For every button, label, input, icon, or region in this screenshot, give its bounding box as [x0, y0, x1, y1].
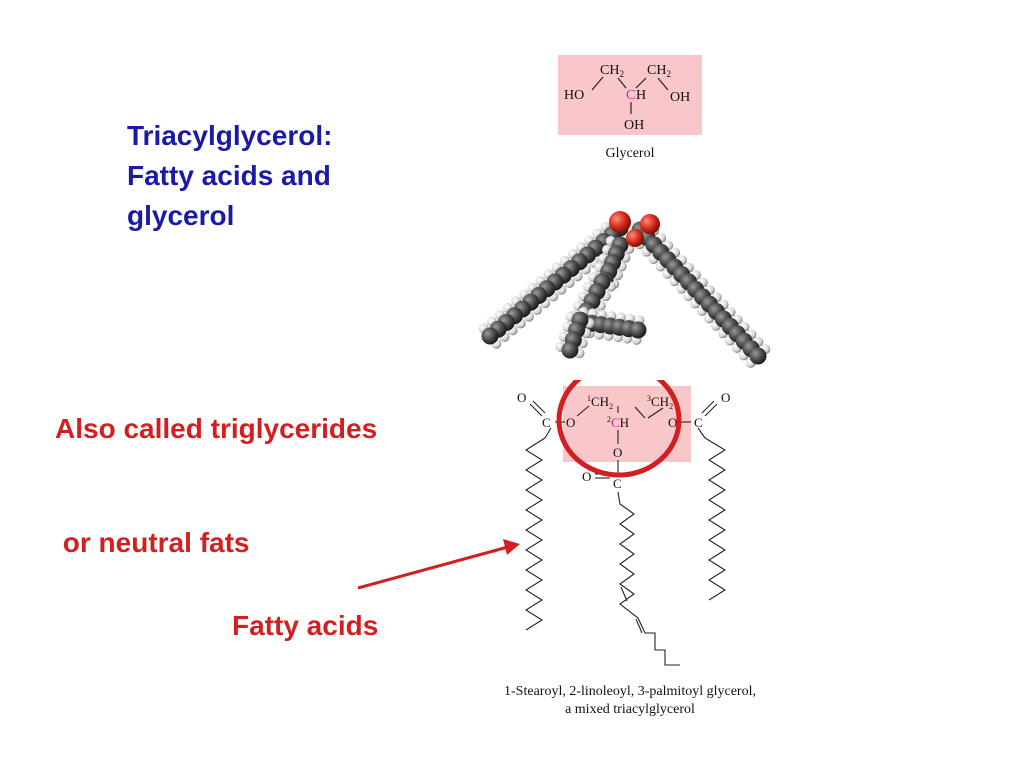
svg-text:1CH2: 1CH2	[587, 394, 613, 411]
also-called-text: Also called triglycerides or neutral fat…	[55, 334, 377, 600]
oxygen-atoms	[609, 211, 660, 247]
chain-right	[627, 218, 771, 368]
caption-line-1: 1-Stearoyl, 2-linoleoyl, 3-palmitoyl gly…	[504, 684, 756, 699]
linoleoyl-chain	[617, 491, 680, 666]
svg-text:OH: OH	[624, 118, 644, 133]
svg-text:O: O	[517, 390, 526, 405]
fatty-acids-label: Fatty acids	[232, 610, 379, 641]
svg-text:OH: OH	[670, 90, 690, 105]
space-filling-model	[478, 211, 771, 368]
carbon-atom	[561, 341, 579, 359]
svg-text:CH2: CH2	[600, 63, 624, 79]
stearoyl-chain	[524, 437, 546, 631]
svg-text:3CH2: 3CH2	[647, 394, 673, 411]
svg-text:O: O	[613, 445, 622, 460]
oxygen-atom	[626, 229, 644, 247]
subtitle-line-1: Also called triglycerides	[55, 413, 378, 444]
glycerol-caption: Glycerol	[605, 146, 655, 161]
glycerol-structure: CH2 CH2 HO C H OH OH	[558, 55, 702, 135]
svg-text:HO: HO	[564, 88, 584, 103]
caption-line-2: a mixed triacylglycerol	[565, 702, 695, 717]
svg-text:H: H	[636, 88, 646, 103]
chain-middle	[555, 236, 647, 359]
svg-text:C: C	[542, 415, 551, 430]
triacylglycerol-structure: O C O 1CH2 2CH 3CH2 O C O O O C	[517, 380, 730, 666]
oxygen-atom	[609, 211, 631, 233]
double-bonds	[620, 586, 643, 634]
carbon-atom	[629, 321, 647, 339]
svg-text:O: O	[582, 469, 591, 484]
svg-text:C: C	[613, 476, 622, 491]
title-line-1: Triacylglycerol:	[127, 120, 333, 151]
subtitle-line-2: or neutral fats	[55, 527, 250, 558]
svg-text:C: C	[626, 88, 635, 103]
triacylglycerol-caption: 1-Stearoyl, 2-linoleoyl, 3-palmitoyl gly…	[440, 683, 820, 719]
svg-text:C: C	[694, 415, 703, 430]
carbon-atom	[481, 327, 499, 345]
title-line-3: glycerol	[127, 200, 235, 231]
slide-title: Triacylglycerol: Fatty acids and glycero…	[127, 116, 427, 236]
svg-text:2CH: 2CH	[607, 415, 629, 430]
glycerol-highlight-circle	[556, 380, 682, 478]
carbon-atom	[749, 347, 767, 365]
arrow-icon	[357, 539, 520, 590]
glycerol-highlight	[558, 55, 702, 135]
title-line-2: Fatty acids and	[127, 160, 331, 191]
svg-text:CH2: CH2	[647, 63, 671, 79]
palmitoyl-chain	[704, 437, 727, 601]
svg-text:O: O	[721, 390, 730, 405]
oxygen-atom	[640, 214, 660, 234]
svg-text:O: O	[566, 415, 575, 430]
svg-text:O: O	[668, 415, 677, 430]
